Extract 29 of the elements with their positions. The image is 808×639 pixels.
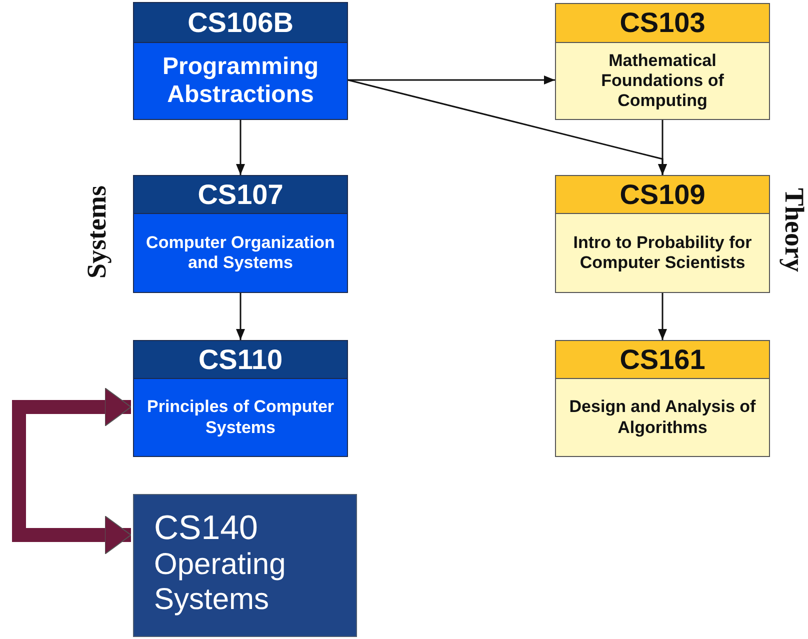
arrow <box>658 120 667 175</box>
bracket-arrow <box>12 388 132 554</box>
course-code: CS161 <box>556 341 769 379</box>
course-title: Principles of Computer Systems <box>146 396 336 438</box>
arrow <box>236 120 245 175</box>
course-code: CS110 <box>134 341 347 379</box>
course-code: CS107 <box>134 176 347 214</box>
arrow <box>236 293 245 340</box>
course-box <box>555 340 770 457</box>
course-box <box>555 3 770 120</box>
course-title: Design and Analysis of Algorithms <box>568 396 757 439</box>
arrow <box>348 76 555 84</box>
course-box <box>555 175 770 293</box>
course-title: Intro to Probability for Computer Scientists <box>572 232 753 274</box>
course-code: CS109 <box>556 176 769 214</box>
track-label: Theory <box>778 188 808 272</box>
course-code: CS103 <box>556 4 769 43</box>
course-box <box>133 175 348 293</box>
arrow <box>658 293 667 340</box>
course-box <box>133 340 348 457</box>
course-title: Mathematical Foundations of Computing <box>600 50 725 112</box>
course-box <box>133 2 348 120</box>
course-title: Operating Systems <box>154 548 287 618</box>
course-box <box>133 494 357 637</box>
course-code: CS140 <box>154 509 258 548</box>
course-code: CS106B <box>134 3 347 43</box>
course-title: Programming Abstractions <box>161 52 320 110</box>
course-title: Computer Organization and Systems <box>145 232 336 274</box>
track-label: Systems <box>82 186 112 278</box>
